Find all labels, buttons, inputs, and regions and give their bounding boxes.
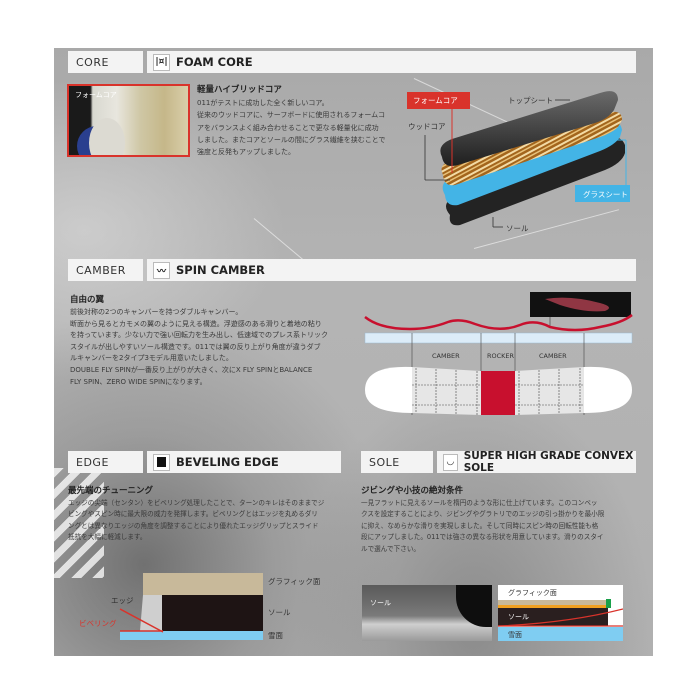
foam-core-tag: フォームコア (413, 96, 458, 105)
spin-camber-icon: 〰 (153, 261, 170, 279)
sole-body-line: クスを設定することにより、ジビングやグラトリでのエッジの引っ掛かりを最小限 (361, 510, 605, 519)
foam-core-tag-bg (407, 92, 470, 109)
sole-photo-label: ソール (370, 599, 391, 607)
sole-heading: ジビングや小技の絶対条件 (361, 486, 464, 496)
top-sheet-label: トップシート (508, 96, 553, 105)
camber-body-line: DOUBLE FLY SPINが一番反り上がりが大きく、次にX FLY SPIN… (70, 365, 313, 374)
edge-body: エッジの尖端（センタン）をビベリング処理したことで、ターンのキレはそのままでジ … (68, 498, 324, 544)
camber-body-line: ルキャンバーを2タイプ3モデル用意いたしました。 (70, 354, 233, 363)
camber-category-label: CAMBER (68, 259, 143, 281)
core-body-line: アをバランスよく組み合わせることで更なる軽量化に成功 (197, 123, 379, 132)
camber-body-line: FLY SPIN、ZERO WIDE SPINになります。 (70, 377, 207, 386)
glass-sheet-tag-bg (575, 185, 630, 202)
sole-graphic-label: グラフィック面 (508, 589, 557, 597)
sole-photo: ソール (362, 585, 492, 641)
core-body-line: 011がテストに成功した全く新しいコア。 (197, 99, 329, 107)
edge-body-line: エッジの尖端（センタン）をビベリング処理したことで、ターンのキレはそのままでジ (68, 499, 325, 507)
edge-body-line: 抵抗を大幅に軽減します。 (68, 533, 147, 542)
convex-sole-diagram (498, 585, 623, 641)
camber-profile-diagram (364, 292, 633, 415)
camber-body-line: 断面から見るとカモメの翼のように見える構造。浮遊感のある滑りと着地の粘り (70, 319, 322, 328)
edge-label: エッジ (111, 596, 134, 605)
zone-label-camber-left: CAMBER (432, 352, 460, 360)
foam-core-icon: |¤| (153, 53, 170, 71)
core-body: 011がテストに成功した全く新しいコア。 従来のウッドコアに、サーフボードに使用… (197, 97, 386, 158)
edge-header: EDGE BEVELING EDGE (68, 451, 341, 473)
camber-body-line: スタイルが出しやすいソール構造です。011では翼の反り上がり角度が違うダブ (70, 342, 321, 351)
wood-core-label: ウッドコア (408, 122, 446, 131)
graphic-face-label: グラフィック面 (268, 577, 321, 586)
photo-white-curve (89, 118, 125, 155)
core-title: FOAM CORE (176, 55, 253, 69)
sole-header: SOLE ◡ SUPER HIGH GRADE CONVEX SOLE (361, 450, 636, 474)
foam-core-photo: フォームコア (67, 84, 190, 157)
core-title-bar: |¤| FOAM CORE (147, 51, 636, 73)
camber-body-line: を持っています。少ない力で強い回転力を生み出し、低速域でのプレス系トリック (70, 331, 328, 340)
camber-title: SPIN CAMBER (176, 263, 265, 277)
core-body-line: しました。またコアとソールの間にグラス繊維を挟むことで (197, 135, 386, 144)
edge-title-bar: BEVELING EDGE (147, 451, 341, 473)
sole-diagram-sole-label: ソール (508, 613, 529, 621)
core-heading: 軽量ハイブリッドコア (197, 85, 282, 95)
sole-title: SUPER HIGH GRADE CONVEX SOLE (463, 450, 634, 474)
decorative-stripes (54, 468, 104, 578)
edge-snow-label: 雪面 (268, 631, 283, 640)
sole-body: 一見フラットに見えるソールを楕円のような形に仕上げています。このコンベッ クスを… (361, 498, 604, 555)
zone-label-rocker: ROCKER (487, 352, 515, 360)
sole-body-line: 一見フラットに見えるソールを楕円のような形に仕上げています。このコンベッ (361, 499, 598, 507)
sole-label: ソール (506, 224, 529, 233)
zone-label-camber-right: CAMBER (539, 352, 567, 360)
core-body-line: 従来のウッドコアに、サーフボードに使用されるフォームコ (197, 111, 386, 120)
sole-photo-edge (456, 585, 492, 627)
sole-body-line: ルで選んで下さい。 (361, 544, 421, 553)
core-body-line: 強度と反発もアップしました。 (197, 148, 295, 157)
beveling-label: ビベリング (79, 619, 117, 628)
beveling-edge-diagram (119, 573, 263, 640)
camber-title-bar: 〰 SPIN CAMBER (147, 259, 636, 281)
edge-title: BEVELING EDGE (176, 455, 279, 469)
sole-body-line: 段にアップしました。011では強さの異なる形状を用意しています。滑りのスタイ (361, 533, 604, 542)
core-category-label: CORE (68, 51, 143, 73)
camber-heading: 自由の翼 (70, 295, 105, 305)
convex-sole-icon: ◡ (443, 453, 458, 471)
edge-body-line: ングとは異なりエッジの角度を調整することにより優れたエッジグリップとスライド (68, 521, 319, 530)
photo-label: フォームコア (75, 91, 117, 99)
glass-sheet-tag: グラスシート (583, 190, 628, 199)
edge-sole-label: ソール (268, 608, 291, 617)
beveling-edge-icon (153, 453, 170, 471)
camber-header: CAMBER 〰 SPIN CAMBER (68, 259, 636, 281)
core-layer-diagram (407, 91, 630, 228)
camber-body: 前後対称の2つのキャンバーを持つダブルキャンバー。 断面から見るとカモメの翼のよ… (70, 307, 328, 388)
edge-body-line: ビングやスピン時に最大限の威力を発揮します。ビベリングとはエッジを丸めるダリ (68, 510, 318, 519)
core-header: CORE |¤| FOAM CORE (68, 51, 636, 73)
sole-title-bar: ◡ SUPER HIGH GRADE CONVEX SOLE (437, 450, 636, 474)
camber-body-line: 前後対称の2つのキャンバーを持つダブルキャンバー。 (70, 308, 243, 316)
sole-body-line: に抑え、なめらかな滑りを実現しました。そして同時にスピン時の回転性能も格 (361, 521, 599, 530)
sole-category-label: SOLE (361, 451, 433, 473)
edge-heading: 最先端のチューニング (68, 486, 154, 496)
edge-category-label: EDGE (68, 451, 143, 473)
sole-snow-label: 雪面 (508, 631, 522, 639)
